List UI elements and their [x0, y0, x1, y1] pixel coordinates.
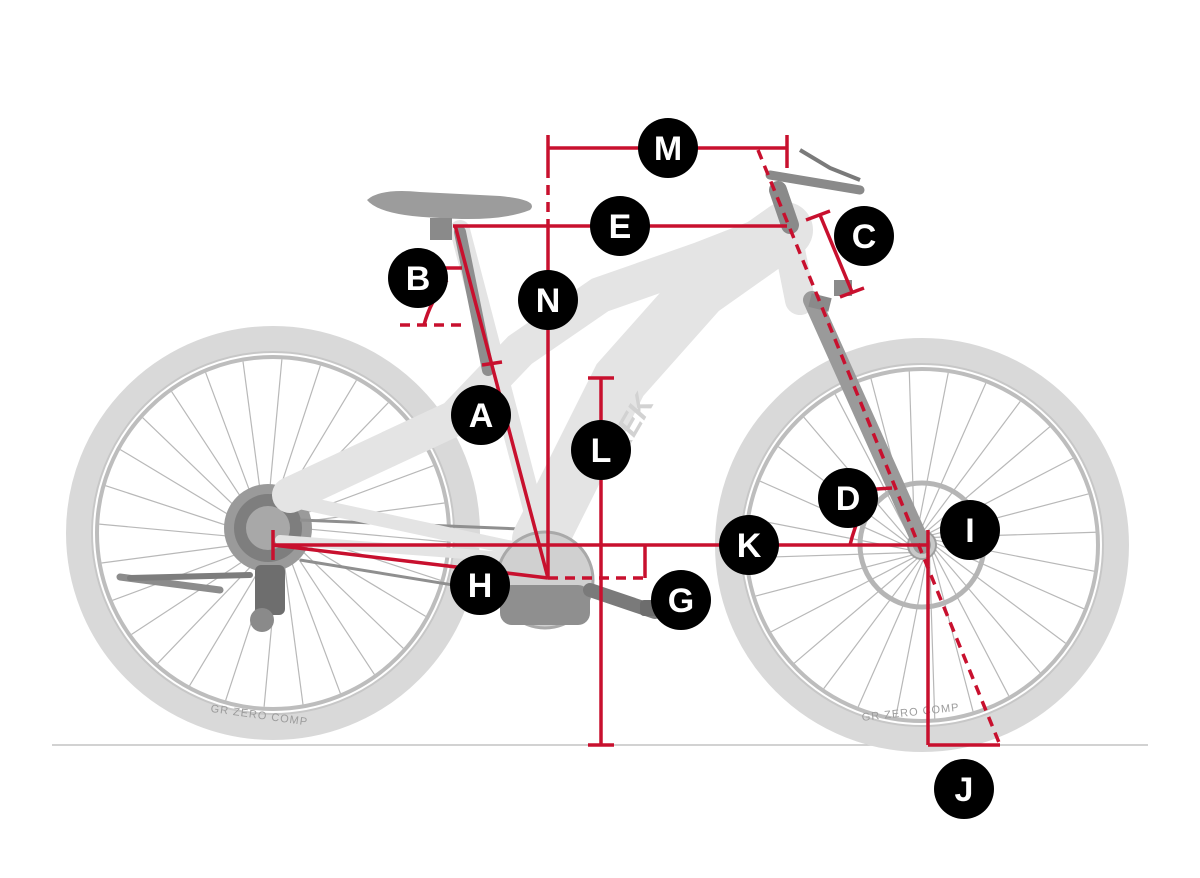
svg-text:B: B — [406, 260, 431, 298]
svg-text:J: J — [955, 771, 974, 809]
svg-text:L: L — [591, 432, 612, 470]
badge-m: M — [638, 118, 698, 178]
badge-n: N — [518, 270, 578, 330]
svg-text:K: K — [737, 527, 762, 565]
badge-e: E — [590, 196, 650, 256]
wheel-spoke — [857, 558, 925, 708]
svg-text:D: D — [836, 480, 861, 518]
svg-text:M: M — [654, 130, 682, 168]
badge-k: K — [719, 515, 779, 575]
wheel-spoke — [285, 538, 375, 675]
badge-g: G — [651, 570, 711, 630]
wheel-spoke — [755, 554, 913, 597]
wheel-spoke — [931, 554, 974, 712]
wheel-spoke — [928, 556, 936, 719]
svg-text:I: I — [965, 512, 974, 550]
kickstand — [127, 572, 253, 581]
wheel-spoke — [285, 526, 447, 543]
badge-b: B — [388, 248, 448, 308]
svg-text:A: A — [469, 397, 494, 435]
wheel-spoke — [935, 545, 1066, 644]
badge-h: H — [450, 555, 510, 615]
svg-text:C: C — [852, 218, 877, 256]
badge-c: C — [834, 206, 894, 266]
svg-text:G: G — [668, 582, 694, 620]
wheel-spoke — [770, 556, 915, 633]
badge-a: A — [451, 385, 511, 445]
wheel-spoke — [919, 382, 987, 532]
wheel-spoke — [281, 543, 304, 705]
badge-j: J — [934, 759, 994, 819]
wheel-spoke — [895, 558, 928, 718]
badge-i: I — [940, 500, 1000, 560]
wheel-spoke — [834, 393, 911, 538]
svg-text:E: E — [609, 208, 632, 246]
wheel-spoke — [934, 549, 1041, 674]
wheel-spoke — [933, 552, 1010, 697]
wheel-spoke — [823, 558, 922, 689]
wheel-spoke — [793, 557, 918, 664]
wheel-spoke — [916, 372, 949, 532]
badge-l: L — [571, 420, 631, 480]
svg-text:H: H — [468, 567, 493, 605]
label-badges: M E C B N A L D — [388, 118, 1000, 819]
wheel-spoke — [283, 541, 341, 694]
badge-d: D — [818, 468, 878, 528]
wheel-spoke — [922, 401, 1021, 532]
wheel-spoke — [286, 535, 404, 649]
svg-text:N: N — [536, 282, 561, 320]
